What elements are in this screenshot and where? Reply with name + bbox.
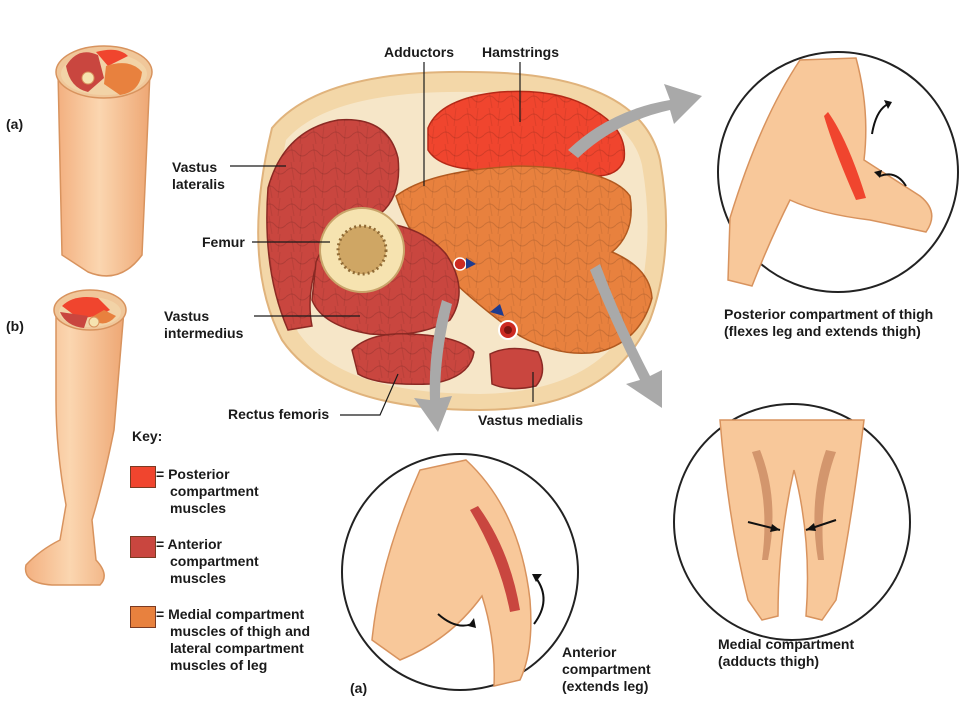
key-swatch-anterior [130, 536, 156, 558]
key-swatch-posterior [130, 466, 156, 488]
key-swatch-medial [130, 606, 156, 628]
posterior-compartment-circle [717, 51, 959, 293]
medial-compartment-circle [673, 403, 911, 641]
leg-b-illustration [24, 289, 127, 586]
femur-label: Femur [202, 234, 245, 250]
hamstrings-label: Hamstrings [482, 44, 560, 60]
medial-caption: Medial compartment(adducts thigh) [718, 636, 855, 669]
posterior-caption: Posterior compartment of thigh(flexes le… [724, 306, 934, 339]
thigh-cross-section [257, 70, 668, 412]
rectus-femoris-label: Rectus femoris [228, 406, 330, 422]
key-title: Key: [132, 428, 163, 444]
key-item-posterior: = Posterior compartment muscles [156, 466, 259, 516]
panel-a-bottom-label: (a) [350, 680, 368, 696]
leader-lines [230, 62, 534, 416]
key-item-medial: = Medial compartment muscles of thigh an… [156, 606, 311, 673]
adductors-label: Adductors [384, 44, 454, 60]
vastus-medialis-label: Vastus medialis [478, 412, 584, 428]
direction-arrows [414, 84, 702, 432]
key-item-anterior: = Anterior compartment muscles [156, 536, 259, 586]
vastus-medialis-muscle [489, 347, 544, 390]
anterior-compartment-circle [341, 453, 579, 691]
panel-a-label: (a) [6, 116, 24, 132]
panel-b-label: (b) [6, 318, 24, 334]
leg-a-illustration [55, 45, 153, 277]
